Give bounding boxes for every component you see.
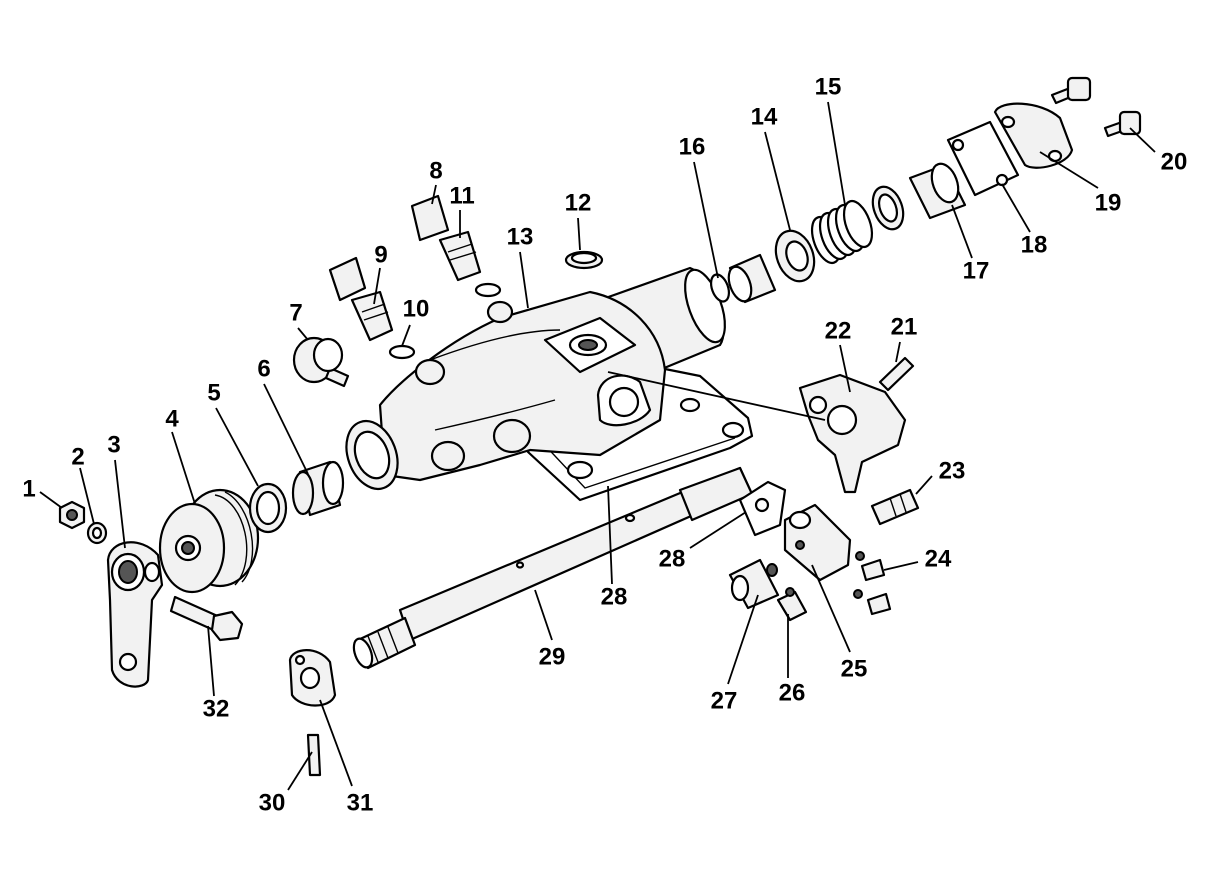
callout-14: 14 (751, 103, 778, 130)
callout-29: 29 (539, 643, 566, 670)
plug-7 (292, 336, 350, 388)
callout-20: 20 (1161, 148, 1188, 175)
leader-lines (39, 101, 1156, 791)
valve-cap-9 (328, 256, 394, 342)
callout-7: 7 (289, 299, 302, 326)
gasket-28 (738, 480, 787, 537)
plate-31 (288, 649, 337, 707)
callout-17: 17 (963, 257, 990, 284)
callout-3: 3 (107, 431, 120, 458)
elbow-fitting-27 (728, 558, 780, 610)
seal-12 (564, 250, 604, 270)
shaft-29 (352, 466, 754, 670)
callout-10: 10 (403, 295, 430, 322)
callout-32: 32 (203, 695, 230, 722)
nut-1 (58, 500, 86, 530)
callout-labels: 1 2 3 4 5 6 7 8 9 10 11 12 13 14 15 16 1… (22, 73, 1187, 816)
callout-12: 12 (565, 189, 592, 216)
cover-4 (158, 488, 260, 594)
callout-1: 1 (22, 475, 35, 502)
cover-19 (993, 102, 1074, 169)
valve-cap-8 (410, 194, 482, 282)
callout-8: 8 (429, 157, 442, 184)
washer-2 (86, 521, 108, 545)
callout-9: 9 (374, 241, 387, 268)
callout-24: 24 (925, 545, 952, 572)
callout-6: 6 (257, 355, 270, 382)
bushing-14-left (727, 253, 777, 304)
callout-27: 27 (711, 687, 738, 714)
screw-24-upper (855, 551, 886, 582)
ring-15b (871, 185, 905, 231)
pitman-arm-3 (106, 541, 164, 688)
callout-11: 11 (449, 182, 474, 209)
callout-4: 4 (165, 405, 179, 432)
screw-24-lower (853, 589, 892, 616)
callout-18: 18 (1021, 231, 1048, 258)
bearing-14 (774, 229, 816, 283)
callout-28-gasket: 28 (659, 545, 686, 572)
callout-13: 13 (507, 223, 534, 250)
bolt-20-lower (1103, 110, 1142, 138)
callout-26: 26 (779, 679, 806, 706)
callout-28-flange: 28 (601, 583, 628, 610)
callout-19: 19 (1095, 189, 1122, 216)
callout-15: 15 (815, 73, 842, 100)
spring-15 (810, 199, 874, 265)
o-ring-11 (474, 282, 502, 298)
bracket-22 (798, 373, 907, 494)
callout-22: 22 (825, 317, 852, 344)
fitting-23 (870, 488, 920, 526)
pin-21 (878, 356, 915, 392)
valve-block-25 (783, 503, 852, 582)
bolt-20-upper (1050, 76, 1092, 105)
callout-25: 25 (841, 655, 868, 682)
ring-16 (709, 273, 731, 303)
callout-21: 21 (891, 313, 918, 340)
sleeve-17 (908, 162, 967, 220)
elbow-fitting-26 (776, 587, 808, 622)
pin-30 (306, 733, 322, 777)
housing-13 (345, 266, 754, 502)
callout-23: 23 (939, 457, 966, 484)
callout-31: 31 (347, 789, 374, 816)
o-ring-10 (388, 344, 416, 360)
callout-2: 2 (71, 443, 84, 470)
callout-30: 30 (259, 789, 286, 816)
callout-16: 16 (679, 133, 706, 160)
bushing-6 (291, 460, 345, 517)
bolt-32 (169, 595, 244, 642)
callout-5: 5 (207, 379, 220, 406)
seal-5 (248, 482, 288, 534)
